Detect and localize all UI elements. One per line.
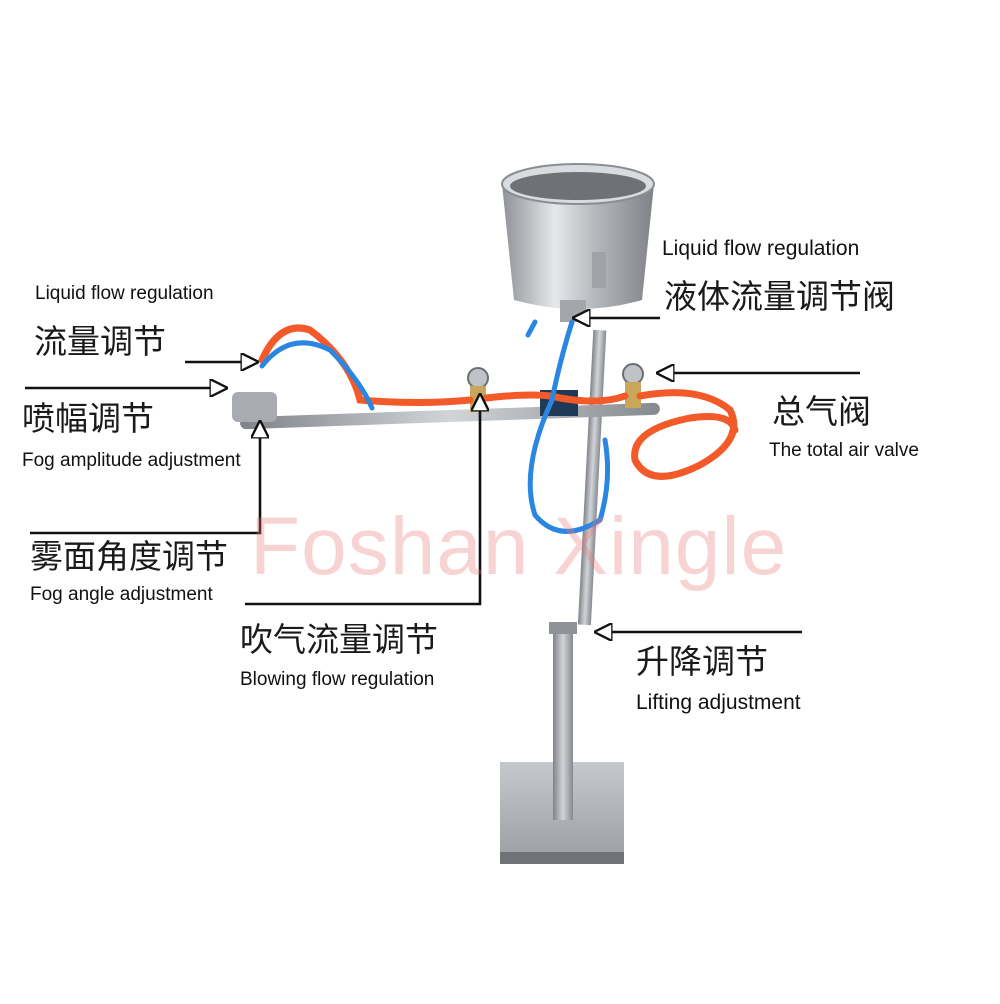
label-fog-angle-en: Fog angle adjustment — [30, 584, 213, 605]
label-total-air-en: The total air valve — [769, 440, 919, 461]
leader-fog-angle — [30, 422, 260, 535]
leader-lines — [25, 318, 860, 632]
liquid-hoses — [259, 319, 611, 534]
label-liquid-flow-left-cn: 流量调节 — [34, 322, 166, 361]
label-fog-amplitude-cn: 喷幅调节 — [22, 399, 154, 438]
leader-blowing-flow — [245, 395, 480, 606]
watermark: Foshan Xingle — [250, 501, 788, 592]
liquid-pot — [501, 163, 655, 322]
label-fog-angle-cn: 雾面角度调节 — [30, 537, 228, 576]
label-lifting-en: Lifting adjustment — [636, 691, 801, 714]
label-total-air-cn: 总气阀 — [772, 392, 871, 431]
label-liquid-flow-right-en: Liquid flow regulation — [662, 237, 860, 260]
label-liquid-flow-left-en: Liquid flow regulation — [35, 283, 214, 304]
lower-pole — [553, 625, 573, 820]
label-fog-amplitude-en: Fog amplitude adjustment — [22, 450, 241, 471]
label-blowing-flow-en: Blowing flow regulation — [240, 669, 435, 690]
label-lifting-cn: 升降调节 — [636, 642, 768, 681]
pole-collar — [549, 622, 577, 634]
label-blowing-flow-cn: 吹气流量调节 — [240, 620, 438, 659]
label-liquid-flow-right-cn: 液体流量调节阀 — [664, 277, 895, 316]
